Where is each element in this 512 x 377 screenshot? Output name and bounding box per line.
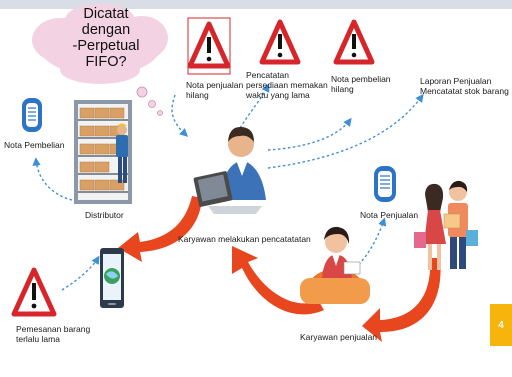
customers-illustration (414, 180, 478, 270)
label-karyawan-pencatatan: Karyawan melakukan pencatatatan (178, 234, 311, 244)
label-distributor: Distributor (85, 210, 124, 220)
connector-pencatatan (239, 83, 270, 129)
warning-icon-nota-penjualan (187, 17, 231, 75)
label-nota-pembelian: Nota Pembelian (4, 140, 65, 150)
label-nota-penjualan-hilang: Nota penjualan hilang (186, 80, 244, 100)
warning-icon-pencatatan (259, 19, 301, 65)
distributor-warehouse-illustration (74, 100, 132, 204)
connector-laporan (267, 93, 424, 169)
label-pemesanan-barang: Pemesanan barang terlalu lama (16, 324, 91, 344)
office-worker-illustration (193, 126, 266, 214)
document-stack-icon-right (374, 166, 396, 202)
top-edge-strip (0, 0, 512, 9)
label-nota-penjualan: Nota Penjualan (360, 210, 419, 220)
label-laporan-penjualan: Laporan Penjualan Mencatatat stok barang (420, 76, 509, 96)
arrow-karyawan-to-distributor (118, 196, 202, 262)
arrow-penjualan-to-karyawan (232, 246, 324, 315)
page-number-badge: 4 (490, 304, 512, 346)
connector-pemesanan-to-phone (61, 255, 100, 291)
arrow-customer-to-penjualan (362, 258, 441, 342)
label-karyawan-penjualan: Karyawan penjualan (300, 332, 378, 342)
phone-illustration (100, 248, 124, 308)
connector-nota-penjualan (354, 217, 387, 269)
connector-distributor-to-nota (32, 157, 73, 201)
label-pencatatan-lama: Pencatatan persediaan memakan waktu yang… (246, 70, 328, 100)
thought-cloud (32, 4, 168, 116)
connector-pembelian-hilang (267, 117, 352, 151)
connector-nota-hilang (171, 94, 189, 137)
document-stack-icon-left (22, 98, 42, 132)
cashier-illustration (300, 226, 370, 304)
warning-icon-nota-pembelian (333, 19, 375, 65)
label-nota-pembelian-hilang: Nota pembelian hilang (331, 74, 391, 94)
thought-bubble-text: Dicatat dengan -Perpetual FIFO? (72, 6, 140, 70)
red-flow-arrows (118, 196, 441, 342)
warning-icon-pemesanan (11, 267, 57, 317)
